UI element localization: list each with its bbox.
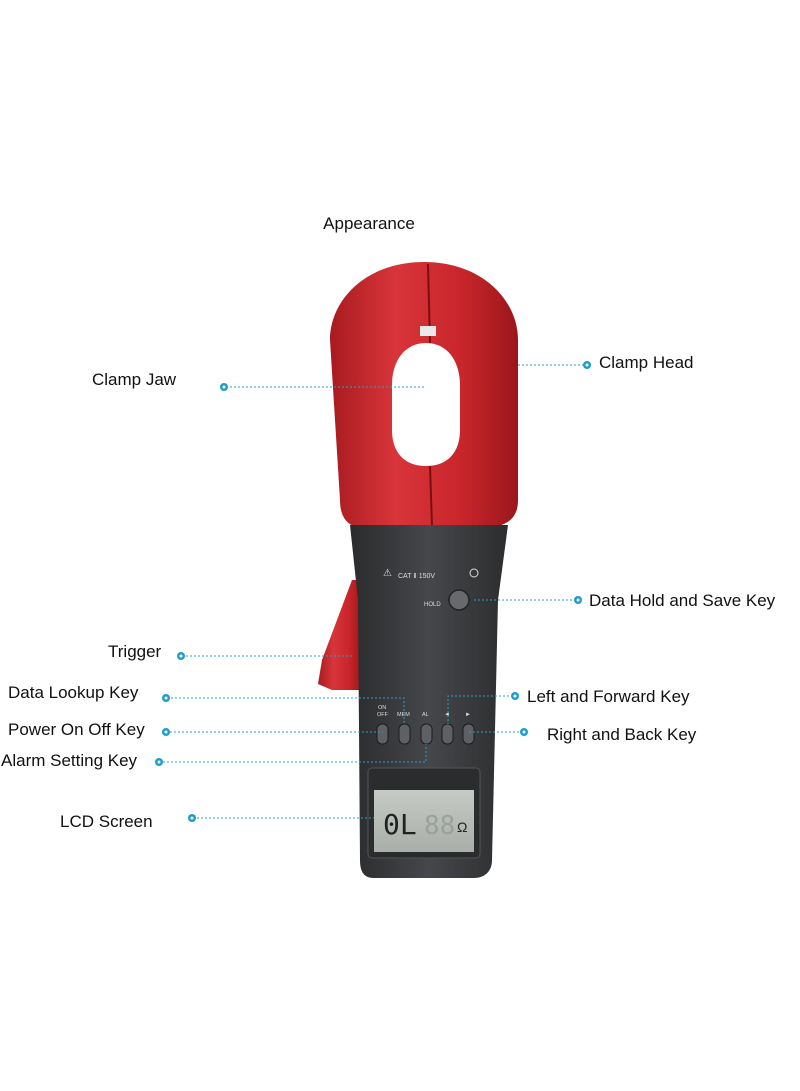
label-alarm-setting-key: Alarm Setting Key — [1, 751, 138, 770]
hold-key-label: HOLD — [424, 602, 441, 608]
label-right-back-key: Right and Back Key — [547, 725, 697, 744]
leader-lines — [159, 364, 585, 819]
label-left-forward-key: Left and Forward Key — [527, 687, 690, 706]
safety-rating-text: CAT Ⅱ 150V — [398, 573, 435, 580]
al-key-label: AL — [422, 712, 429, 718]
warning-icon: ⚠ — [383, 568, 392, 579]
right-back-key[interactable] — [462, 723, 475, 745]
label-trigger: Trigger — [108, 642, 162, 661]
left-arrow-key-label: ◄ — [444, 712, 450, 718]
lcd-reading: 0L — [383, 808, 417, 841]
trigger — [318, 580, 362, 690]
label-clamp-jaw: Clamp Jaw — [92, 370, 177, 389]
svg-text:88: 88 — [424, 811, 455, 841]
diagram-title: Appearance — [323, 214, 415, 233]
alarm-setting-key[interactable] — [420, 723, 433, 745]
leader-data-lookup — [167, 697, 405, 724]
label-lcd-screen: LCD Screen — [60, 812, 153, 831]
on-off-key-label-top: ON — [378, 705, 386, 711]
label-power-on-off-key: Power On Off Key — [8, 720, 145, 739]
leader-alarm-setting — [159, 744, 427, 763]
label-data-hold-save-key: Data Hold and Save Key — [589, 591, 776, 610]
label-clamp-head: Clamp Head — [599, 353, 694, 372]
label-data-lookup-key: Data Lookup Key — [8, 683, 139, 702]
clamp-head — [330, 262, 518, 528]
on-off-key-label-bottom: OFF — [377, 712, 389, 718]
leader-left-forward — [447, 695, 513, 724]
power-on-off-key[interactable] — [376, 723, 389, 745]
left-forward-key[interactable] — [441, 723, 454, 745]
lcd-unit: Ω — [457, 819, 467, 835]
hold-key[interactable] — [448, 589, 470, 611]
right-arrow-key-label: ► — [465, 712, 471, 718]
data-lookup-key[interactable] — [398, 723, 411, 745]
